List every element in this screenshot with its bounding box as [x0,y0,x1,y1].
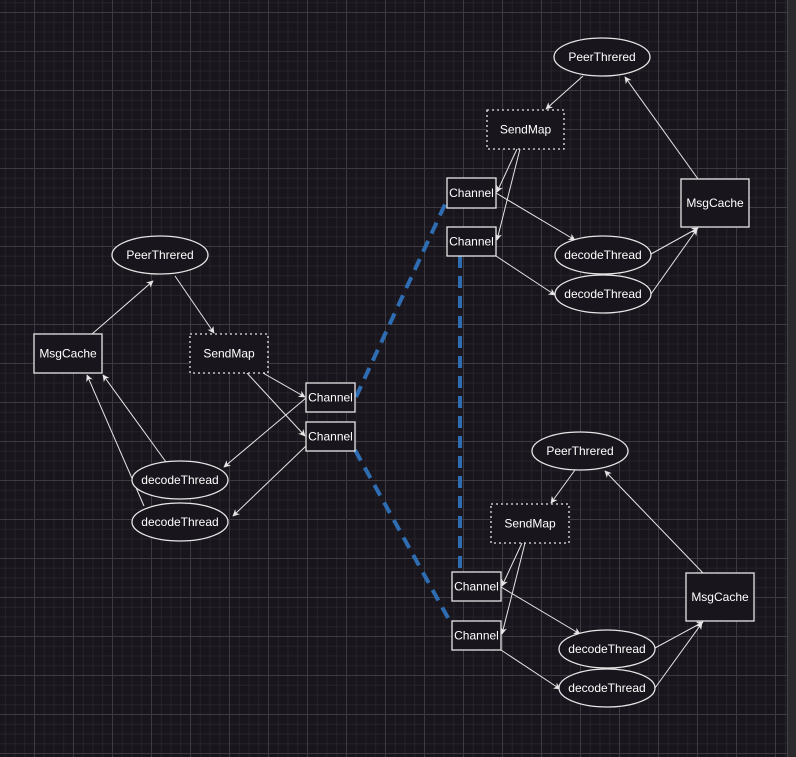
channel-node-label: Channel [449,235,494,249]
channel-node[interactable] [451,571,502,602]
arrow-edge[interactable] [500,586,581,635]
decode-thread-node-label: decodeThread [564,287,641,301]
sendmap-node[interactable] [486,109,565,150]
arrow-edge[interactable] [232,445,307,517]
msgcache-node[interactable] [685,572,755,622]
decode-thread-node[interactable] [558,668,656,708]
msgcache-node[interactable] [33,333,103,374]
arrow-edge[interactable] [545,75,584,110]
arrow-edge[interactable] [223,397,307,468]
arrow-edge[interactable] [495,148,521,241]
decode-thread-node[interactable] [558,629,656,669]
channel-node[interactable] [446,226,497,257]
decode-thread-node[interactable] [131,460,229,500]
decode-thread-node-label: decodeThread [141,515,218,529]
arrow-edge[interactable] [604,470,704,574]
sendmap-node[interactable] [490,503,570,544]
arrow-edge[interactable] [262,372,306,398]
channel-node-label: Channel [308,391,353,405]
arrow-edge[interactable] [654,621,704,649]
sendmap-node-label: SendMap [504,517,556,531]
channel-node-label: Channel [454,580,499,594]
arrow-edge[interactable] [500,542,526,635]
decode-thread-node-label: decodeThread [564,248,641,262]
channel-node[interactable] [451,620,502,651]
peer-thread-node-label: PeerThrered [126,248,193,262]
arrow-edge[interactable] [174,275,215,334]
arrow-edge[interactable] [495,255,556,296]
arrow-edge[interactable] [91,280,154,335]
channel-node[interactable] [305,382,356,413]
channel-node-label: Channel [449,186,494,200]
sendmap-node-label: SendMap [500,123,552,137]
peer-thread-node-label: PeerThrered [568,50,635,64]
decode-thread-node-label: decodeThread [568,681,645,695]
decode-thread-node[interactable] [554,235,652,275]
peer-thread-node[interactable] [531,431,629,471]
vertical-scrollbar[interactable] [787,0,796,757]
decode-thread-node[interactable] [554,274,652,314]
msgcache-node[interactable] [680,178,750,228]
decode-thread-node-label: decodeThread [141,473,218,487]
arrow-edge[interactable] [550,469,576,504]
arrow-edge[interactable] [501,542,523,587]
sendmap-node-label: SendMap [203,347,255,361]
arrow-edge[interactable] [650,227,699,255]
msgcache-node-label: MsgCache [39,347,97,361]
channel-node-label: Channel [454,629,499,643]
dashed-link[interactable] [353,449,454,626]
arrow-edge[interactable] [496,148,518,193]
channel-node-label: Channel [308,430,353,444]
arrow-edge[interactable] [495,192,576,241]
dashed-link[interactable] [354,199,449,398]
channel-node[interactable] [446,177,497,209]
arrow-edge[interactable] [500,649,561,690]
decode-thread-node[interactable] [131,502,229,542]
arrow-edge[interactable] [102,374,167,463]
peer-thread-node-label: PeerThrered [546,444,613,458]
sendmap-node[interactable] [189,333,269,374]
peer-thread-node[interactable] [553,37,651,77]
channel-node[interactable] [305,421,356,452]
msgcache-node-label: MsgCache [686,196,744,210]
arrow-edge[interactable] [246,372,306,437]
arrow-edge[interactable] [650,228,698,295]
arrow-edge[interactable] [654,622,703,689]
arrow-edge[interactable] [624,76,699,180]
msgcache-node-label: MsgCache [691,590,749,604]
peer-thread-node[interactable] [111,235,209,275]
decode-thread-node-label: decodeThread [568,642,645,656]
